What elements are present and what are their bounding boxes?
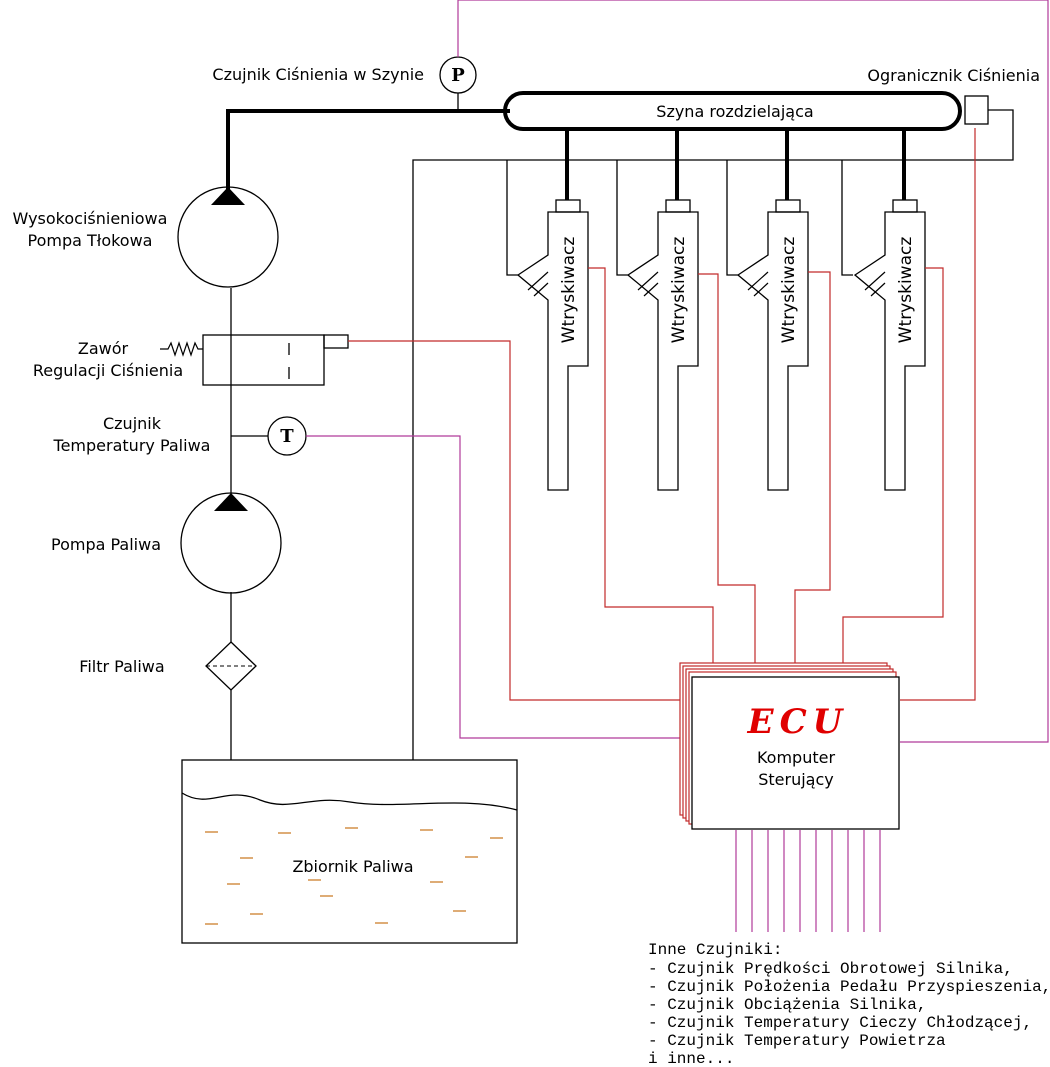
other-sensor-item: i inne... xyxy=(648,1050,734,1067)
red-signal-lines xyxy=(348,128,976,701)
rail-pressure-sensor-label: Czujnik Ciśnienia w Szynie xyxy=(212,65,424,84)
temp-sensor-label-2: Temperatury Paliwa xyxy=(53,436,211,455)
pressure-limiter: Ogranicznik Ciśnienia xyxy=(867,66,1040,125)
fuel-pump-label: Pompa Paliwa xyxy=(51,535,161,554)
fuel-tank-label: Zbiornik Paliwa xyxy=(292,857,413,876)
other-sensor-item: - Czujnik Temperatury Powietrza xyxy=(648,1032,946,1050)
distribution-rail-label: Szyna rozdzielająca xyxy=(656,102,813,121)
distribution-rail: Szyna rozdzielająca xyxy=(503,91,962,131)
pressure-limiter-label: Ogranicznik Ciśnienia xyxy=(867,66,1040,85)
pressure-valve: Zawór Regulacji Ciśnienia xyxy=(33,334,349,386)
other-sensors-list: Inne Czujniki: - Czujnik Prędkości Obrot… xyxy=(648,941,1050,1067)
injector-label: Wtryskiwacz xyxy=(559,237,579,344)
hp-pump: Wysokociśnieniowa Pompa Tłokowa xyxy=(13,186,279,288)
t-symbol: T xyxy=(280,426,294,447)
fuel-filter: Filtr Paliwa xyxy=(79,641,257,691)
injector-label: Wtryskiwacz xyxy=(896,237,916,344)
fuel-pump: Pompa Paliwa xyxy=(51,492,282,594)
injector: Wtryskiwacz xyxy=(736,199,809,491)
fuel-filter-label: Filtr Paliwa xyxy=(79,657,164,676)
valve-label-1: Zawór xyxy=(78,339,129,358)
hp-pump-label-1: Wysokociśnieniowa xyxy=(13,209,168,228)
hp-pump-label-2: Pompa Tłokowa xyxy=(28,231,153,250)
injector: Wtryskiwacz xyxy=(853,199,926,491)
injectors: Wtryskiwacz Wtryskiwacz Wtryskiwacz Wtryski… xyxy=(516,199,926,491)
p-symbol: P xyxy=(451,65,465,86)
rail-pressure-sensor: P Czujnik Ciśnienia w Szynie xyxy=(212,56,477,111)
valve-label-2: Regulacji Ciśnienia xyxy=(33,361,183,380)
injector: Wtryskiwacz xyxy=(626,199,699,491)
other-sensors-header: Inne Czujniki: xyxy=(648,941,782,959)
other-sensor-item: - Czujnik Temperatury Cieczy Chłodzącej, xyxy=(648,1014,1032,1032)
ecu: ECU Komputer Sterujący xyxy=(679,662,900,830)
magenta-signal-lines xyxy=(306,0,1049,932)
fuel-tank: Zbiornik Paliwa xyxy=(181,759,518,944)
injector-label: Wtryskiwacz xyxy=(669,237,689,344)
injector-label: Wtryskiwacz xyxy=(779,237,799,344)
other-sensor-item: - Czujnik Prędkości Obrotowej Silnika, xyxy=(648,960,1013,978)
temp-sensor-label-1: Czujnik xyxy=(103,414,162,433)
ecu-sub-2: Sterujący xyxy=(758,770,834,789)
fuel-temp-sensor: T Czujnik Temperatury Paliwa xyxy=(53,414,307,456)
ecu-title: ECU xyxy=(747,702,849,742)
ecu-sub-1: Komputer xyxy=(757,748,835,767)
fuel-lines xyxy=(226,109,1014,760)
injector: Wtryskiwacz xyxy=(516,199,589,491)
other-sensor-item: - Czujnik Położenia Pedału Przyspieszeni… xyxy=(648,978,1050,996)
other-sensor-item: - Czujnik Obciążenia Silnika, xyxy=(648,996,926,1014)
